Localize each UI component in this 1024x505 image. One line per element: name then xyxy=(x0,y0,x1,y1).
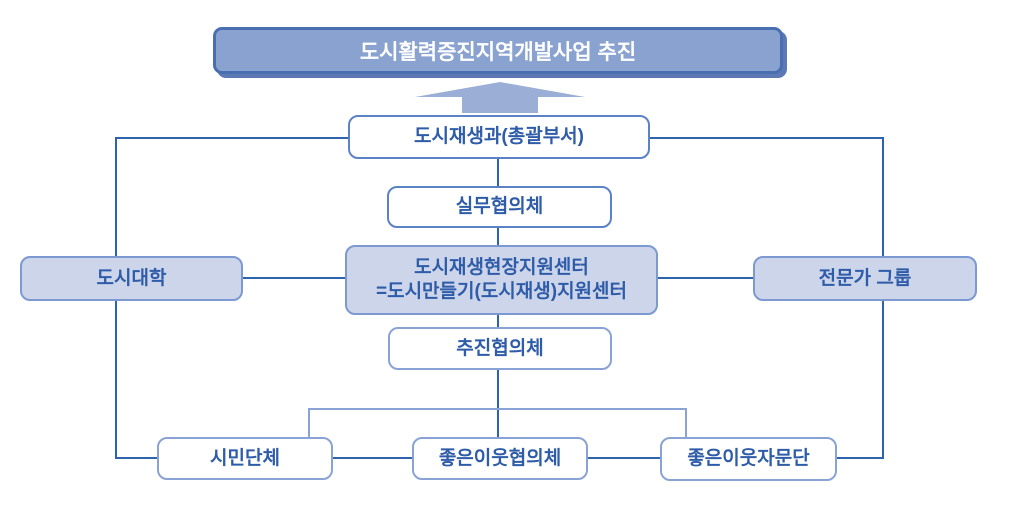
node-urban-college-label: 도시대학 xyxy=(96,267,167,289)
connector-spine-3 xyxy=(497,313,499,329)
node-urban-college: 도시대학 xyxy=(20,256,243,301)
node-civic-group: 시민단체 xyxy=(157,437,333,480)
title-banner-label: 도시활력증진지역개발사업 추진 xyxy=(359,40,637,64)
node-working-council: 실무협의체 xyxy=(387,186,612,228)
connector-mid-left xyxy=(243,277,346,279)
node-promotion-council: 추진협의체 xyxy=(388,327,612,370)
bracket-left-drop xyxy=(308,408,310,438)
node-good-neighbor-council: 좋은이웃협의체 xyxy=(412,437,588,480)
node-civic-group-label: 시민단체 xyxy=(210,447,280,469)
connector-bottom-4 xyxy=(836,457,884,459)
node-expert-group-label: 전문가 그룹 xyxy=(818,267,912,289)
connector-bottom-1 xyxy=(115,457,158,459)
node-management-label: 도시재생과(총괄부서) xyxy=(414,126,584,148)
node-good-neighbor-advisory-label: 좋은이웃자문단 xyxy=(687,448,810,470)
connector-spine-4 xyxy=(497,369,499,438)
node-support-center-line1: 도시재생현장지원센터 xyxy=(414,257,589,279)
node-expert-group: 전문가 그룹 xyxy=(753,256,977,301)
up-arrow-icon xyxy=(415,80,585,113)
connector-spine-1 xyxy=(497,158,499,188)
node-management: 도시재생과(총괄부서) xyxy=(348,115,650,159)
connector-top-left-horizontal xyxy=(115,137,348,139)
node-support-center: 도시재생현장지원센터 =도시만들기(도시재생)지원센터 xyxy=(345,245,658,315)
title-banner: 도시활력증진지역개발사업 추진 xyxy=(213,27,783,74)
node-good-neighbor-advisory: 좋은이웃자문단 xyxy=(660,437,837,481)
bracket-horizontal xyxy=(308,408,687,410)
connector-spine-2 xyxy=(497,227,499,247)
node-good-neighbor-council-label: 좋은이웃협의체 xyxy=(438,447,562,469)
connector-mid-right xyxy=(657,277,754,279)
node-promotion-council-label: 추진협의체 xyxy=(456,337,544,359)
bracket-right-drop xyxy=(685,408,687,438)
node-working-council-label: 실무협의체 xyxy=(455,196,544,218)
connector-top-right-horizontal xyxy=(650,137,884,139)
connector-bottom-2 xyxy=(333,457,413,459)
node-support-center-line2: =도시만들기(도시재생)지원센터 xyxy=(376,281,627,302)
connector-bottom-3 xyxy=(588,457,661,459)
